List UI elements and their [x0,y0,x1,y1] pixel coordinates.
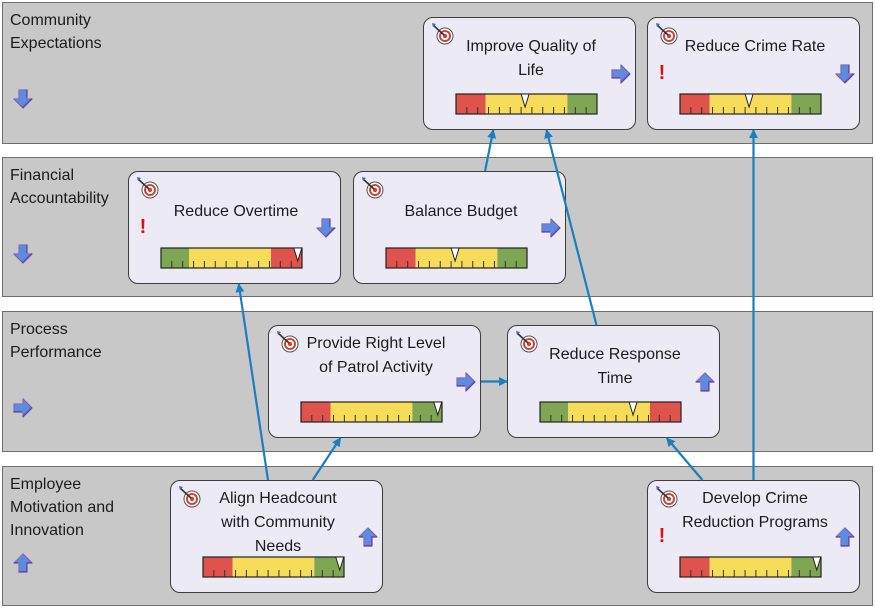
status-gauge [679,556,822,580]
target-icon [430,22,456,46]
connector-arrow-crime_reduction-to-response_time [665,437,704,481]
objective-card-improve-quality-of-life[interactable]: Improve Quality of Life [423,17,636,130]
objective-title: Balance Budget [404,203,518,220]
perspective-label: Process Performance [10,321,102,361]
exclamation-icon: ! [139,216,147,238]
perspective-label: Financial Accountability [10,167,109,207]
status-gauge [300,401,443,425]
objective-title: Develop Crime Reduction Programs [682,490,828,531]
objective-title: Provide Right Level of Patrol Activity [306,335,446,376]
status-gauge [679,93,822,117]
right-arrow-icon [455,371,477,393]
target-icon [360,176,386,200]
objective-card-reduce-response-time[interactable]: Reduce Response Time [507,325,720,438]
target-icon [654,22,680,46]
objective-title: Reduce Response Time [549,346,681,387]
exclamation-icon: ! [658,525,666,547]
exclamation-icon: ! [658,62,666,84]
connector-arrow-align_headcount-to-reduce_overtime [235,283,270,481]
objective-title: Improve Quality of Life [466,38,596,79]
objective-title: Reduce Crime Rate [684,38,826,55]
objective-card-align-headcount[interactable]: Align Headcount with Community Needs [170,480,383,593]
target-icon [135,176,161,200]
status-gauge [539,401,682,425]
status-gauge [202,556,345,580]
connector-arrow-align_headcount-to-patrol_activity [311,437,342,481]
target-icon [514,330,540,354]
up-arrow-icon [694,371,716,393]
target-icon [654,485,680,509]
status-gauge [455,93,598,117]
right-arrow-icon [12,397,34,419]
objective-title: Reduce Overtime [173,203,299,220]
objective-card-balance-budget[interactable]: Balance Budget [353,171,566,284]
right-arrow-icon [540,217,562,239]
objective-card-patrol-activity[interactable]: Provide Right Level of Patrol Activity [268,325,481,438]
down-arrow-icon [12,243,34,265]
down-arrow-icon [12,88,34,110]
connector-arrow-balance_budget-to-improve_quality [483,129,497,172]
objective-card-reduce-crime-rate[interactable]: ! Reduce Crime Rate [647,17,860,130]
up-arrow-icon [12,552,34,574]
status-gauge [160,247,303,271]
right-arrow-icon [610,63,632,85]
up-arrow-icon [834,526,856,548]
target-icon [275,330,301,354]
down-arrow-icon [315,217,337,239]
target-icon [177,485,203,509]
down-arrow-icon [834,63,856,85]
up-arrow-icon [357,526,379,548]
objective-card-reduce-overtime[interactable]: ! Reduce Overtime [128,171,341,284]
perspective-label: Community Expectations [10,12,102,52]
objective-card-crime-reduction-programs[interactable]: ! Develop Crime Reduction Programs [647,480,860,593]
objective-title: Align Headcount with Community Needs [219,490,337,551]
status-gauge [385,247,528,271]
connector-arrow-response_time-to-improve_quality [544,129,598,326]
perspective-label: Employee Motivation and Innovation [10,476,115,539]
